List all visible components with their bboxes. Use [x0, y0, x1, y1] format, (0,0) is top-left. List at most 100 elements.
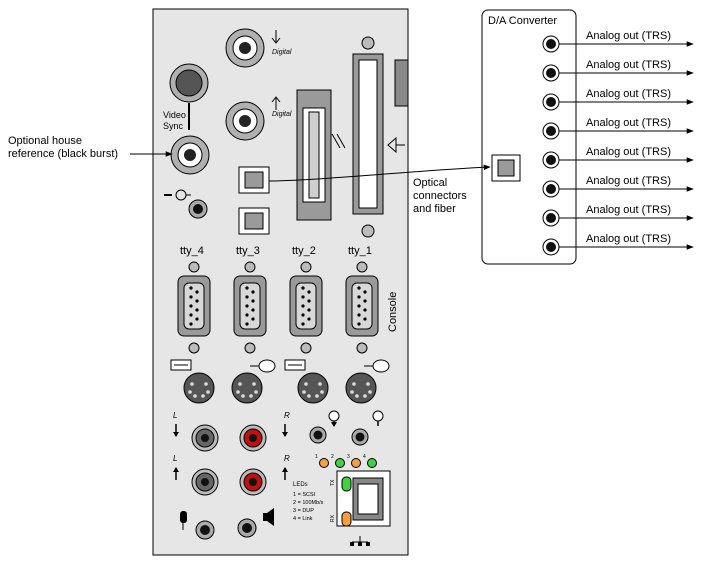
- analog-outputs: Analog out (TRS) Analog out (TRS) Analog o…: [542, 30, 694, 256]
- speaker-icon: [263, 508, 274, 526]
- line-in-left-jack[interactable]: [191, 424, 219, 452]
- screw-icon: [300, 261, 312, 273]
- analog-out-label: Analog out (TRS): [586, 146, 671, 158]
- video-sync-label-2: Sync: [163, 121, 184, 131]
- digital-out-bnc-connector[interactable]: [225, 101, 265, 141]
- screw-icon: [188, 261, 200, 273]
- screw-icon: [361, 36, 375, 50]
- optical-callout-label-3: and fiber: [413, 203, 456, 215]
- optical-callout-label: Optical: [413, 177, 447, 189]
- house-reference-bnc-connector[interactable]: [170, 135, 210, 175]
- serial-port-tty_4[interactable]: [177, 275, 211, 337]
- headphone-jack[interactable]: [237, 518, 257, 538]
- ps2-keyboard-port[interactable]: [183, 372, 215, 404]
- audio-left-label: L: [173, 411, 177, 420]
- analog-out-label: Analog out (TRS): [586, 175, 671, 187]
- tty-label-tty_4: tty_4: [180, 245, 204, 257]
- digital-in-label: Digital: [272, 49, 292, 56]
- analog-out-label: Analog out (TRS): [586, 59, 671, 71]
- tx-label: TX: [330, 479, 336, 486]
- aux-audio-jack[interactable]: [309, 426, 327, 444]
- led-1: [319, 458, 329, 468]
- serial-port-tty_2[interactable]: [289, 275, 323, 337]
- mouse-icon: [250, 359, 276, 373]
- aux-audio-jack[interactable]: [351, 428, 369, 446]
- optical-out-connector[interactable]: [238, 166, 270, 194]
- house-reference-label-2: reference (black burst): [8, 148, 118, 160]
- screw-icon: [361, 224, 375, 238]
- da-converter-title: D/A Converter: [488, 15, 557, 27]
- line-out-right-jack[interactable]: [239, 468, 267, 496]
- screw-icon: [188, 342, 200, 354]
- digital-in-bnc-connector[interactable]: [225, 28, 265, 68]
- analog-out-jack[interactable]: [542, 209, 560, 227]
- dc-jack-connector[interactable]: [188, 199, 208, 219]
- scsi-icon: [331, 133, 346, 149]
- converter-optical-connector[interactable]: [491, 154, 521, 182]
- screw-icon: [356, 342, 368, 354]
- analog-out-label: Analog out (TRS): [586, 117, 671, 129]
- led-legend-item: 4 = Link: [293, 516, 313, 522]
- mouse-icon: [364, 359, 390, 373]
- keyboard-icon: [284, 359, 306, 371]
- screw-icon: [356, 261, 368, 273]
- tty-ports-group: tty_4 tty_3 tty_2 tty_1: [177, 245, 379, 354]
- analog-out-jack[interactable]: [542, 180, 560, 198]
- microphone-jack[interactable]: [195, 520, 215, 540]
- analog-out-label: Analog out (TRS): [586, 233, 671, 245]
- ps2-keyboard-port[interactable]: [297, 372, 329, 404]
- line-in-right-jack[interactable]: [239, 424, 267, 452]
- led-number-3: 3: [347, 454, 350, 460]
- video-sync-label: Video: [163, 110, 186, 120]
- network-icon: [350, 536, 370, 546]
- optical-in-connector[interactable]: [238, 207, 270, 235]
- led-legend-item: 1 = SCSI: [293, 492, 316, 498]
- led-3: [351, 458, 361, 468]
- analog-out-jack[interactable]: [542, 238, 560, 256]
- keyboard-icon: [170, 359, 192, 371]
- wide-connector-left[interactable]: [296, 89, 332, 221]
- leds-title: LEDs: [293, 482, 308, 488]
- led-4: [367, 458, 377, 468]
- screw-icon: [244, 261, 256, 273]
- analog-out-jack[interactable]: [542, 151, 560, 169]
- line-out-left-jack[interactable]: [191, 468, 219, 496]
- digital-in-icon: [271, 30, 281, 44]
- analog-out-jack[interactable]: [542, 93, 560, 111]
- audio-left-label-2: L: [173, 454, 177, 463]
- analog-out-jack[interactable]: [542, 122, 560, 140]
- audio-right-label: R: [284, 411, 290, 420]
- serial-port-tty_1[interactable]: [345, 275, 379, 337]
- panel-side-tab: [394, 59, 409, 107]
- serial-port-tty_3[interactable]: [233, 275, 267, 337]
- analog-out-jack[interactable]: [542, 35, 560, 53]
- optical-fiber-cable: [268, 164, 491, 182]
- rx-label: RX: [330, 514, 336, 522]
- audio-right-label-2: R: [284, 454, 290, 463]
- tty-label-tty_2: tty_2: [292, 245, 316, 257]
- ethernet-port[interactable]: [336, 470, 391, 527]
- analog-out-label: Analog out (TRS): [586, 204, 671, 216]
- video-sync-bnc-connector[interactable]: [169, 63, 209, 103]
- da-converter-box: [481, 9, 577, 265]
- screw-icon: [300, 342, 312, 354]
- microphone-icon: [180, 511, 187, 530]
- tty-label-tty_3: tty_3: [236, 245, 260, 257]
- ps2-mouse-port[interactable]: [231, 372, 263, 404]
- analog-out-jack[interactable]: [542, 64, 560, 82]
- ps2-mouse-port[interactable]: [345, 372, 377, 404]
- tty-label-tty_1: tty_1: [348, 245, 372, 257]
- wide-connector-right[interactable]: [352, 53, 384, 215]
- led-legend-item: 2 = 100Mb/s: [293, 500, 324, 506]
- optical-callout-label-2: connectors: [413, 190, 467, 202]
- dc-jack-icon: [164, 189, 191, 201]
- console-label: Console: [387, 292, 399, 332]
- led-2: [335, 458, 345, 468]
- digital-out-label: Digital: [272, 111, 292, 118]
- led-number-4: 4: [363, 454, 366, 460]
- analog-out-label: Analog out (TRS): [586, 30, 671, 42]
